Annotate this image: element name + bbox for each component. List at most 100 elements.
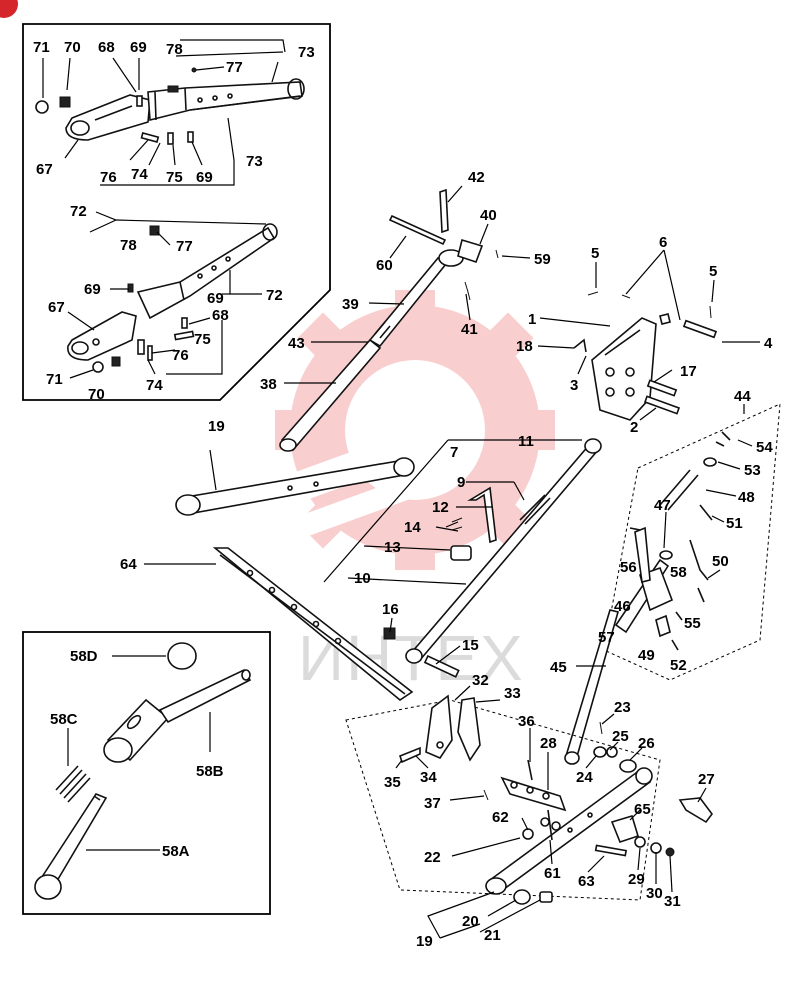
callout-55: 55 xyxy=(684,615,701,632)
callout-73: 73 xyxy=(246,153,263,170)
callout-28: 28 xyxy=(540,735,557,752)
callout-58D: 58D xyxy=(70,648,98,665)
callout-69: 69 xyxy=(130,39,147,56)
corner-badge xyxy=(0,0,18,18)
callout-51: 51 xyxy=(726,515,743,532)
callout-35: 35 xyxy=(384,774,401,791)
callout-69: 69 xyxy=(84,281,101,298)
callout-27: 27 xyxy=(698,771,715,788)
callout-39: 39 xyxy=(342,296,359,313)
callout-64: 64 xyxy=(120,556,137,573)
callout-5: 5 xyxy=(709,263,717,280)
callout-71: 71 xyxy=(46,371,63,388)
lower-link-right xyxy=(399,694,713,905)
callout-70: 70 xyxy=(88,386,105,403)
callout-61: 61 xyxy=(544,865,561,882)
callout-53: 53 xyxy=(744,462,761,479)
callout-77: 77 xyxy=(176,238,193,255)
callout-72: 72 xyxy=(70,203,87,220)
callout-69: 69 xyxy=(196,169,213,186)
callout-34: 34 xyxy=(420,769,437,786)
callout-42: 42 xyxy=(468,169,485,186)
callout-58B: 58B xyxy=(196,763,224,780)
callout-52: 52 xyxy=(670,657,687,674)
callout-13: 13 xyxy=(384,539,401,556)
callout-24: 24 xyxy=(576,769,593,786)
callout-54: 54 xyxy=(756,439,773,456)
inset-58-leader-lines xyxy=(67,655,211,851)
link-end-assembly-upper xyxy=(35,67,305,145)
callout-17: 17 xyxy=(680,363,697,380)
callout-58: 58 xyxy=(670,564,687,581)
callout-36: 36 xyxy=(518,713,535,730)
callout-47: 47 xyxy=(654,497,671,514)
callout-58A: 58A xyxy=(162,843,190,860)
center-bracket xyxy=(573,291,718,421)
callout-32: 32 xyxy=(472,672,489,689)
callout-67: 67 xyxy=(36,161,53,178)
callout-21: 21 xyxy=(484,927,501,944)
callout-74: 74 xyxy=(131,166,148,183)
callout-45: 45 xyxy=(550,659,567,676)
callout-56: 56 xyxy=(620,559,637,576)
callout-14: 14 xyxy=(404,519,421,536)
callout-10: 10 xyxy=(354,570,371,587)
inset-box-58 xyxy=(22,631,271,915)
callout-73: 73 xyxy=(298,44,315,61)
drawbar xyxy=(212,547,414,701)
callout-75: 75 xyxy=(166,169,183,186)
callout-60: 60 xyxy=(376,257,393,274)
callout-48: 48 xyxy=(738,489,755,506)
top-link-assembly xyxy=(279,188,499,452)
callout-15: 15 xyxy=(462,637,479,654)
callout-59: 59 xyxy=(534,251,551,268)
callout-77: 77 xyxy=(226,59,243,76)
callout-58C: 58C xyxy=(50,711,78,728)
callout-75: 75 xyxy=(194,331,211,348)
inset-leader-lines xyxy=(42,39,286,379)
callout-68: 68 xyxy=(212,307,229,324)
central-leader-lines xyxy=(144,185,760,667)
callout-26: 26 xyxy=(638,735,655,752)
callout-44: 44 xyxy=(734,388,751,405)
callout-2: 2 xyxy=(630,419,638,436)
callout-74: 74 xyxy=(146,377,163,394)
callout-67: 67 xyxy=(48,299,65,316)
callout-3: 3 xyxy=(570,377,578,394)
callout-72: 72 xyxy=(266,287,283,304)
callout-68: 68 xyxy=(98,39,115,56)
callout-11: 11 xyxy=(518,433,534,450)
callout-5: 5 xyxy=(591,245,599,262)
callout-65: 65 xyxy=(634,801,651,818)
lift-rod-assembly xyxy=(383,438,602,678)
callout-18: 18 xyxy=(516,338,533,355)
bottom-leader-lines xyxy=(395,685,707,939)
callout-19: 19 xyxy=(416,933,433,950)
callout-31: 31 xyxy=(664,893,681,910)
callout-labels: 71 70 68 69 78 73 77 67 76 74 75 69 73 7… xyxy=(33,39,773,950)
callout-20: 20 xyxy=(462,913,479,930)
callout-50: 50 xyxy=(712,553,729,570)
callout-23: 23 xyxy=(614,699,631,716)
callout-62: 62 xyxy=(492,809,509,826)
callout-12: 12 xyxy=(432,499,449,516)
callout-49: 49 xyxy=(638,647,655,664)
callout-38: 38 xyxy=(260,376,277,393)
callout-16: 16 xyxy=(382,601,399,618)
leveling-rod xyxy=(564,609,619,765)
lower-link-left xyxy=(175,457,415,516)
callout-1: 1 xyxy=(528,311,536,328)
callout-33: 33 xyxy=(504,685,521,702)
callout-22: 22 xyxy=(424,849,441,866)
callout-70: 70 xyxy=(64,39,81,56)
callout-7: 7 xyxy=(450,444,458,461)
callout-40: 40 xyxy=(480,207,497,224)
callout-76: 76 xyxy=(100,169,117,186)
inset-44-frame xyxy=(603,403,781,681)
callout-71: 71 xyxy=(33,39,50,56)
leveling-box-parts xyxy=(614,431,731,651)
callout-9: 9 xyxy=(457,474,465,491)
callout-78: 78 xyxy=(120,237,137,254)
callout-69: 69 xyxy=(207,290,224,307)
